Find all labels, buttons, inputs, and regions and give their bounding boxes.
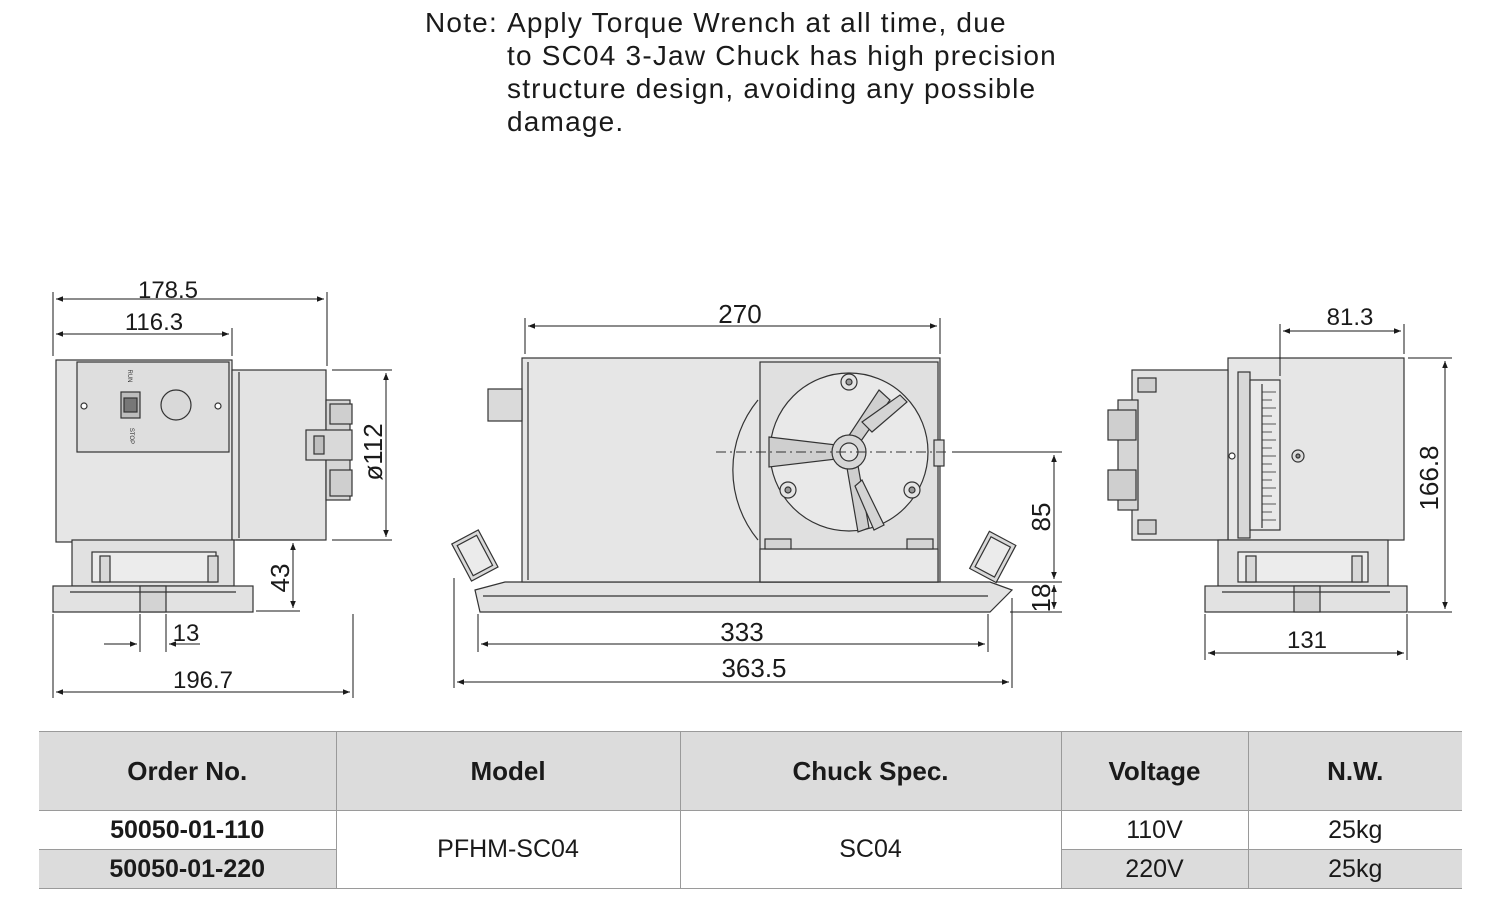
note-line-1: Apply Torque Wrench at all time, due <box>507 7 1007 38</box>
model-cell: PFHM-SC04 <box>335 810 680 889</box>
dim-166-8: 166.8 <box>1414 445 1444 510</box>
order-no-cell: 50050-01-220 <box>39 849 336 889</box>
spec-table: Order No. Model Chuck Spec. Voltage N.W.… <box>39 731 1462 889</box>
dim-18: 18 <box>1026 584 1056 613</box>
dim-178-5: 178.5 <box>138 277 198 304</box>
indicator-lamp-icon <box>160 389 192 421</box>
table-row: 50050-01-220 220V 25kg <box>39 849 1462 889</box>
front-view-labels: 270 85 18 333 363.5 <box>718 299 1056 683</box>
motor-shaft <box>487 388 523 422</box>
dim-196-7: 196.7 <box>173 667 233 694</box>
right-view-dimensions <box>1204 324 1452 660</box>
weight-cell: 25kg <box>1247 810 1462 850</box>
left-handle-icon <box>450 529 499 582</box>
stop-label: STOP <box>128 428 134 444</box>
dim-85: 85 <box>1026 503 1056 532</box>
left-view-labels: 178.5 116.3 ø112 43 13 196.7 <box>125 277 388 694</box>
dim-131: 131 <box>1287 627 1327 654</box>
right-side-view <box>1107 357 1408 613</box>
voltage-cell: 110V <box>1060 810 1248 850</box>
control-panel <box>76 361 230 453</box>
header-voltage: Voltage <box>1060 731 1248 811</box>
run-label: RUN <box>126 370 132 383</box>
front-base-plate <box>474 581 1014 613</box>
chuck-spec-cell: SC04 <box>679 810 1061 889</box>
scale-ticks <box>1262 391 1276 521</box>
note-line-4: damage. <box>507 106 625 137</box>
dim-81-3: 81.3 <box>1327 304 1374 331</box>
header-nw: N.W. <box>1247 731 1462 811</box>
dim-116-3: 116.3 <box>125 309 183 336</box>
dim-dia-112: ø112 <box>358 423 388 480</box>
voltage-cell: 220V <box>1060 849 1248 889</box>
dim-43: 43 <box>265 564 295 593</box>
front-view <box>450 357 1017 613</box>
header-chuck-spec: Chuck Spec. <box>679 731 1061 811</box>
left-side-view: RUN STOP <box>52 359 353 613</box>
dim-270: 270 <box>718 299 761 329</box>
right-handle-icon <box>968 530 1017 584</box>
right-view-labels: 81.3 166.8 131 <box>1287 304 1444 654</box>
front-view-dimensions <box>453 318 1062 688</box>
note-line-2: to SC04 3-Jaw Chuck has high precision <box>507 40 1057 71</box>
table-header-row: Order No. Model Chuck Spec. Voltage N.W. <box>39 731 1462 811</box>
header-model: Model <box>335 731 680 811</box>
header-order-no: Order No. <box>39 731 336 811</box>
dim-13: 13 <box>173 620 200 647</box>
scale-ring-icon <box>1249 379 1281 531</box>
weight-cell: 25kg <box>1247 849 1462 889</box>
right-rotary-body <box>1131 369 1229 541</box>
left-view-dimensions <box>52 292 392 698</box>
dim-363-5: 363.5 <box>721 653 786 683</box>
note-label: Note: <box>425 7 498 38</box>
table-row: 50050-01-110 PFHM-SC04 SC04 110V 25kg <box>39 810 1462 889</box>
note-line-3: structure design, avoiding any possible <box>507 73 1037 104</box>
order-no-cell: 50050-01-110 <box>39 810 336 850</box>
dim-333: 333 <box>720 617 763 647</box>
